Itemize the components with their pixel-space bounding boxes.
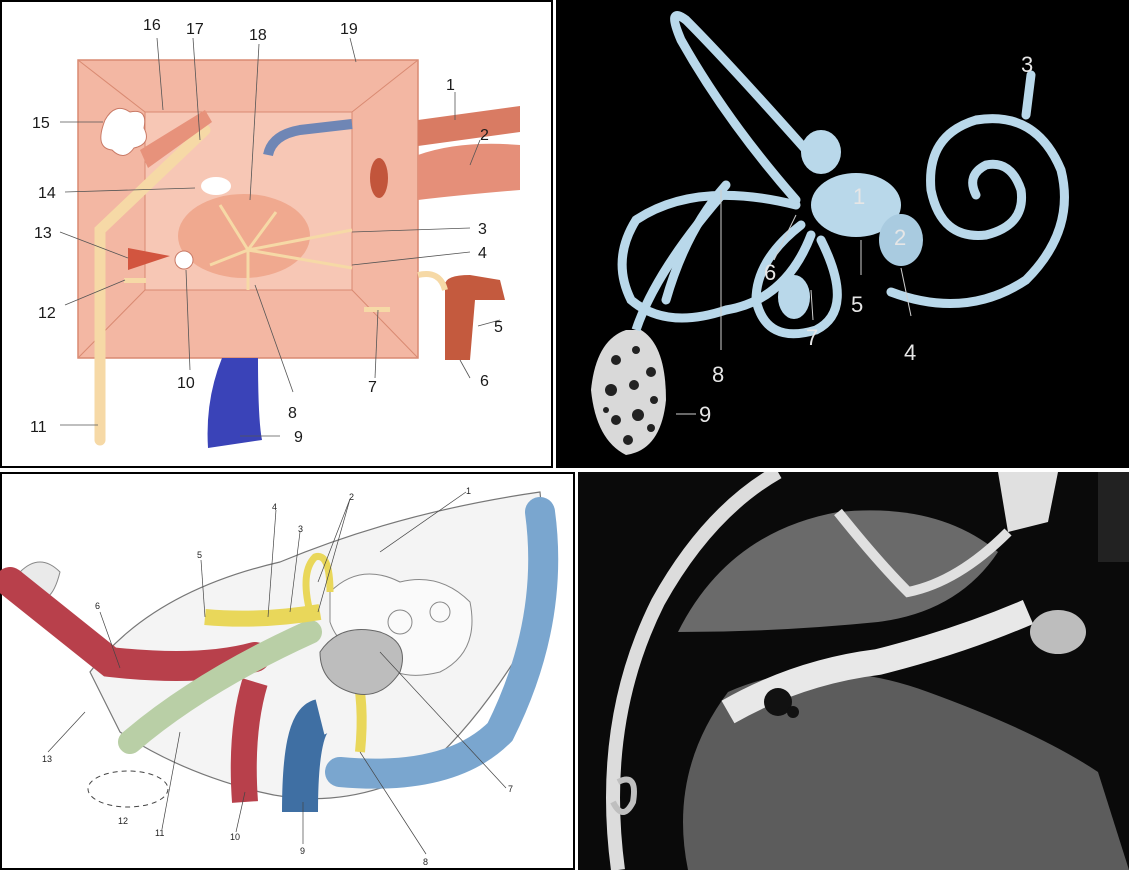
tl-label-19: 19	[340, 21, 358, 38]
bl-label-8: 8	[423, 857, 428, 867]
ct-axial-scan	[578, 472, 1129, 870]
nerve-bar	[364, 307, 390, 312]
tl-label-13: 13	[34, 225, 52, 242]
bl-label-7: 7	[508, 784, 513, 794]
tl-label-2: 2	[480, 127, 489, 144]
bright-structure	[1030, 610, 1086, 654]
chorda-bar	[124, 278, 146, 283]
tr-label-9: 9	[699, 402, 711, 427]
tr-label-7: 7	[806, 325, 818, 350]
tl-label-3: 3	[478, 221, 487, 238]
tl-label-17: 17	[186, 21, 204, 38]
bl-label-3: 3	[298, 524, 303, 534]
tl-label-9: 9	[294, 429, 303, 446]
tl-label-6: 6	[480, 373, 489, 390]
tl-label-8: 8	[288, 405, 297, 422]
bl-label-9: 9	[300, 846, 305, 856]
tl-label-11: 11	[30, 419, 47, 436]
promontory	[178, 194, 310, 278]
tl-label-5: 5	[494, 319, 503, 336]
bl-label-4: 4	[272, 502, 277, 512]
cochlea-leader	[1026, 75, 1031, 115]
tl-label-16: 16	[143, 17, 161, 34]
bl-label-12: 12	[118, 816, 128, 826]
tl-label-18: 18	[249, 27, 267, 44]
jugular-bulb	[300, 717, 320, 812]
middle-ear-box-diagram: 1 2 3 4 5 6 7 8 9 10 11 12 13 14 15 16 1…	[0, 0, 553, 468]
tl-label-10: 10	[177, 375, 195, 392]
tr-label-1: 1	[853, 184, 865, 209]
bl-label-10: 10	[230, 832, 240, 842]
bl-label-1: 1	[466, 486, 471, 496]
ampulla-superior	[801, 130, 841, 174]
bl-label-13: 13	[42, 754, 52, 764]
tr-label-8: 8	[712, 362, 724, 387]
tl-label-1: 1	[446, 77, 455, 94]
tr-label-6: 6	[764, 260, 776, 285]
tl-label-12: 12	[38, 305, 56, 322]
tl-label-7: 7	[368, 379, 377, 396]
tr-label-5: 5	[851, 292, 863, 317]
bl-label-5: 5	[197, 550, 202, 560]
tr-label-3: 3	[1021, 52, 1033, 77]
ampulla-lateral	[778, 275, 810, 319]
petrous-drawing: 1 2 3 4 5 6 7 8 9 10 11 12 13	[0, 472, 575, 870]
tl-label-14: 14	[38, 185, 56, 202]
bl-label-6: 6	[95, 601, 100, 611]
tl-label-4: 4	[478, 245, 487, 262]
tl-label-15: 15	[32, 115, 50, 132]
oval-window	[201, 177, 231, 195]
tube-opening	[370, 158, 388, 198]
artery-vertical	[244, 682, 255, 802]
tr-label-2: 2	[894, 225, 906, 250]
tr-label-4: 4	[904, 340, 916, 365]
bl-label-11: 11	[155, 828, 164, 838]
labyrinth-svg: 1 2 3 4 5 6 7 8 9	[556, 0, 1129, 468]
bl-label-2: 2	[349, 492, 354, 502]
ct-svg	[578, 472, 1129, 870]
inner-ear-labyrinth: 1 2 3 4 5 6 7 8 9	[556, 0, 1129, 468]
petrous-svg: 1 2 3 4 5 6 7 8 9 10 11 12 13	[0, 472, 575, 870]
yellow-nerve-horizontal	[205, 612, 320, 619]
round-window	[175, 251, 193, 269]
scan-info-block	[1098, 472, 1129, 562]
middle-ear-box-svg: 1 2 3 4 5 6 7 8 9 10 11 12 13 14 15 16 1…	[0, 0, 553, 468]
